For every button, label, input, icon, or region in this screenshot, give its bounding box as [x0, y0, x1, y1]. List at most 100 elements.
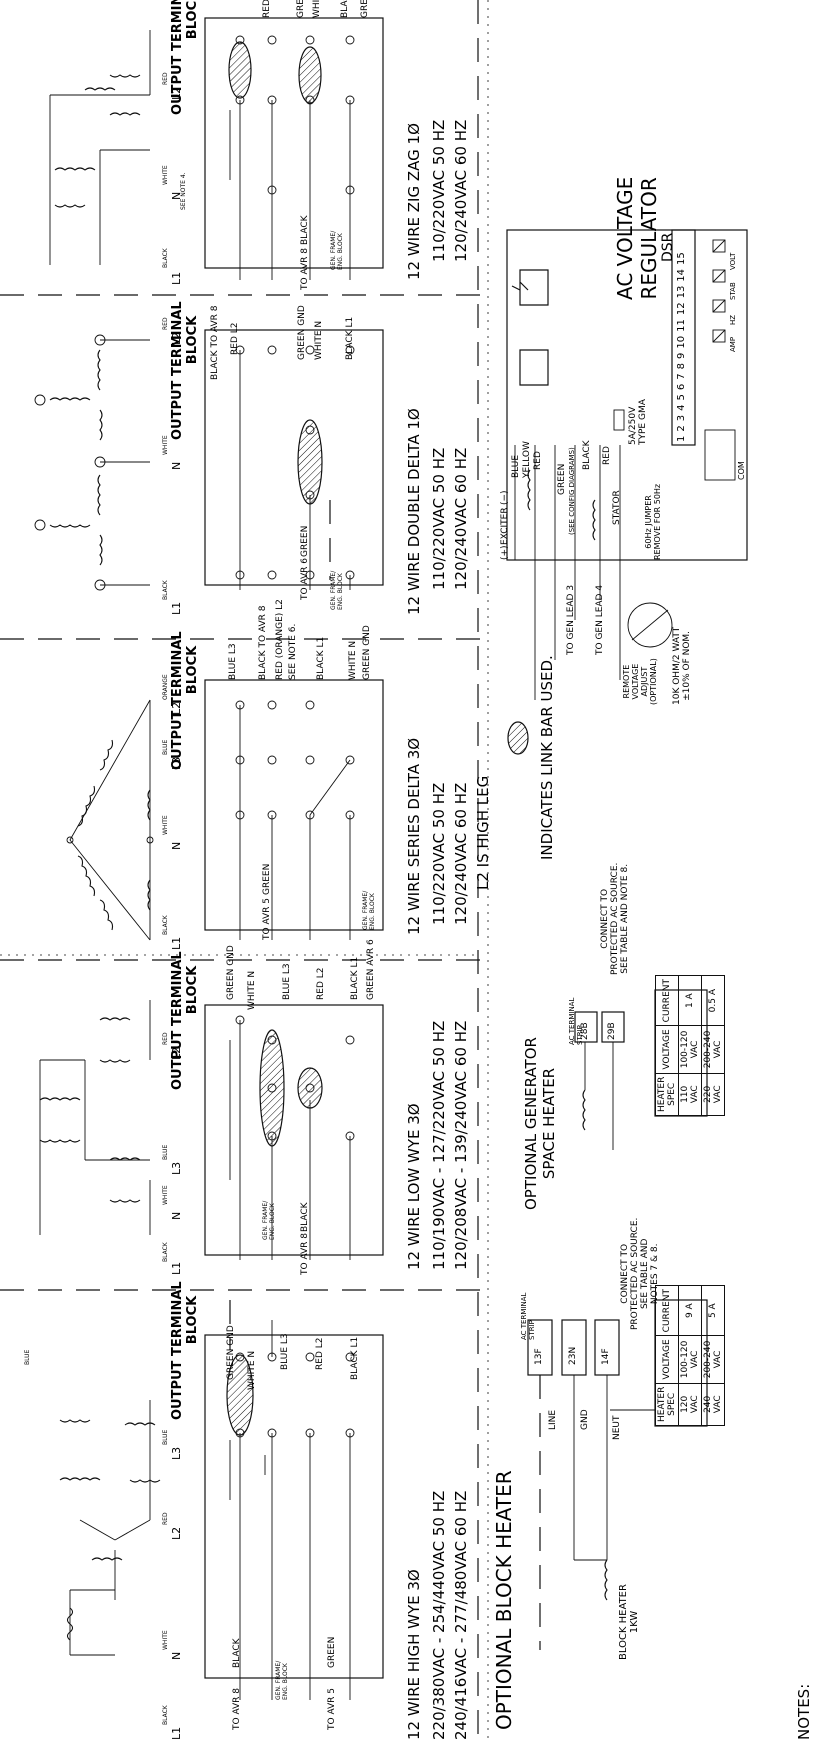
avr-config-note: (SEE CONFIG DIAGRAMS) — [568, 447, 576, 535]
section-dividers — [0, 0, 489, 1743]
block-heater-neut-label: NEUT — [612, 1415, 622, 1440]
series-delta-schematic-n-color: WHITE — [162, 815, 169, 835]
double-delta-avr-6: TO AVR 6 — [300, 557, 310, 600]
avr-terminal-number: 10 — [676, 335, 687, 349]
table-cell: 5 A — [701, 1285, 725, 1336]
avr-terminal-numbers: 1 2 3 4 5 6 7 8 9 10 11 12 13 14 15 — [676, 252, 687, 442]
table-header-row: HEATER SPEC VOLTAGE CURRENT — [655, 1285, 679, 1426]
series-delta-output-note: SEE NOTE 6. — [288, 623, 298, 680]
space-heater-table: HEATER SPEC VOLTAGE CURRENT 110 VAC 100-… — [655, 975, 725, 1116]
table-row: 240 VAC 200-240 VAC 5 A — [701, 1285, 725, 1426]
avr-pot-hz: HZ — [729, 314, 737, 325]
avr-terminal-number: 1 — [676, 435, 687, 442]
series-delta-schematic-l2-color: ORANGE — [162, 674, 169, 700]
table-header: VOLTAGE — [655, 1025, 679, 1074]
low-wye-schematic-l2-color: RED — [162, 1032, 169, 1045]
avr-pot-amp: AMP — [729, 336, 737, 352]
series-delta-avr-5: TO AVR 5 — [262, 897, 272, 940]
table-cell: 100-120 VAC — [678, 1335, 702, 1384]
series-delta-voltage-1: 110/220VAC 50 HZ — [430, 782, 448, 925]
avr-stator-label: STATOR — [612, 490, 622, 525]
series-delta-avr-5-color: GREEN — [262, 863, 272, 895]
series-delta-title: 12 WIRE SERIES DELTA 3Ø — [405, 737, 423, 935]
block-heater-diagram — [527, 1299, 708, 1650]
block-heater-title: OPTIONAL BLOCK HEATER — [492, 1470, 516, 1730]
zig-zag-diagram — [49, 17, 384, 280]
low-wye-gen-frame: GEN. FRAME/ ENG. BLOCK — [262, 1200, 276, 1240]
double-delta-output-gnd: GREEN GND — [297, 305, 307, 360]
space-heater-diagram — [574, 989, 708, 1150]
avr-gen-lead-3: TO GEN LEAD 3 — [566, 584, 576, 655]
zig-zag-output-l1: BLACK L1 — [340, 0, 350, 18]
low-wye-schematic-l3: L3 — [170, 1161, 183, 1175]
avr-terminal-number: 7 — [676, 373, 687, 380]
low-wye-output-l3: BLUE L3 — [282, 963, 292, 1000]
table-row: 120 VAC 100-120 VAC 9 A — [678, 1285, 702, 1426]
double-delta-avr-6-color: GREEN — [300, 525, 310, 557]
block-heater-table-frame — [654, 1299, 708, 1427]
low-wye-schematic-l1: L1 — [170, 1261, 183, 1275]
high-wye-schematic-n: N — [170, 1651, 183, 1660]
table-cell: 240 VAC — [701, 1383, 725, 1426]
high-wye-output-l3: BLUE L3 — [280, 1333, 290, 1370]
avr-wire-yellow: YELLOW — [522, 441, 532, 478]
table-header: CURRENT — [655, 1285, 679, 1336]
avr-pot-spec: 10K OHM/2 WATT±10% OF NOM. — [672, 626, 692, 705]
table-row: 110 VAC 100-120 VAC 1 A — [678, 975, 702, 1116]
low-wye-schematic-l1-color: BLACK — [162, 1242, 169, 1262]
high-wye-voltage-1: 220/380VAC - 254/440VAC 50 HZ — [430, 1490, 448, 1740]
zig-zag-output-l2: RED L2 — [262, 0, 272, 18]
low-wye-output-n: WHITE N — [247, 970, 257, 1010]
high-wye-schematic-l1-color: BLACK — [162, 1705, 169, 1725]
double-delta-title: 12 WIRE DOUBLE DELTA 1Ø — [405, 408, 423, 615]
double-delta-voltage-2: 120/240VAC 60 HZ — [452, 447, 470, 590]
double-delta-output-avr8: BLACK TO AVR 8 — [210, 305, 220, 380]
series-delta-output-gnd: GREEN GND — [362, 625, 372, 680]
series-delta-schematic-n: N — [170, 841, 183, 850]
double-delta-output-l1: BLACK L1 — [345, 316, 355, 360]
avr-wire-blue: BLUE — [511, 454, 521, 478]
avr-terminal-number: 13 — [676, 285, 687, 299]
series-delta-winding — [66, 699, 154, 941]
table-cell: 100-120 VAC — [678, 1025, 702, 1074]
fuse-icon — [613, 409, 625, 431]
remote-pot-icon — [627, 602, 673, 648]
double-delta-schematic-l1: L1 — [170, 601, 183, 615]
block-heater-terminal-13f: 13F — [534, 1348, 544, 1365]
avr-diagram — [506, 229, 748, 700]
avr-terminal-number: 15 — [676, 252, 687, 265]
high-wye-schematic-n-color: WHITE — [162, 1630, 169, 1650]
table-header: CURRENT — [655, 975, 679, 1026]
space-heater-terminal-28b: 28B — [580, 1022, 590, 1040]
zig-zag-avr-8: TO AVR 8 — [300, 247, 310, 290]
avr-model: DSR — [660, 232, 676, 262]
table-header: HEATER SPEC — [655, 1383, 679, 1426]
low-wye-schematic-l3-color: BLUE — [162, 1144, 169, 1160]
high-wye-voltage-2: 240/416VAC - 277/480VAC 60 HZ — [452, 1490, 470, 1740]
zig-zag-schematic-l1-color: BLACK — [162, 248, 169, 268]
avr-terminal-number: 3 — [676, 414, 687, 422]
table-cell: 0.5 A — [701, 975, 725, 1026]
zig-zag-winding — [49, 30, 151, 265]
avr-terminal-number: 9 — [676, 352, 687, 359]
zig-zag-schematic-l2: L2 — [170, 86, 183, 100]
low-wye-diagram — [39, 1000, 384, 1260]
table-cell: 200-240 VAC — [701, 1335, 725, 1384]
avr-terminal-number: 14 — [676, 268, 687, 282]
zig-zag-schematic-n-color: WHITE — [162, 165, 169, 185]
double-delta-diagram — [34, 329, 384, 591]
zig-zag-voltage-1: 110/220VAC 50 HZ — [430, 119, 448, 262]
series-delta-schematic-l1: L1 — [170, 936, 183, 950]
high-wye-output-l1: BLACK L1 — [350, 1336, 360, 1380]
low-wye-schematic-n: N — [170, 1211, 183, 1220]
link-bar-legend: INDICATES LINK BAR USED. — [538, 655, 556, 860]
high-wye-output-l2: RED L2 — [315, 1337, 325, 1370]
high-wye-output-n: WHITE N — [247, 1350, 257, 1390]
zig-zag-schematic-l1: L1 — [170, 271, 183, 285]
table-header: VOLTAGE — [655, 1335, 679, 1384]
